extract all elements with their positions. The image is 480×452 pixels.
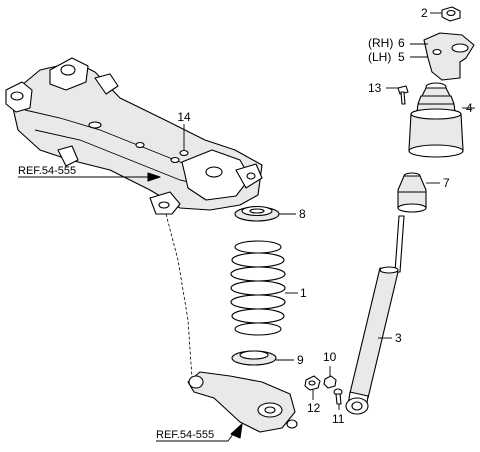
label-part-1: 1 [300, 286, 307, 300]
label-part-2: 2 [421, 6, 428, 20]
label-part-11: 11 [332, 412, 345, 426]
washer-12 [304, 375, 321, 400]
coil-spring-1 [230, 240, 298, 336]
nut-10 [323, 366, 337, 389]
ref-label-lower-arm: REF.54-555 [156, 429, 214, 441]
label-part-6: 6 [398, 36, 405, 50]
shock-absorber-3 [345, 215, 405, 415]
bolt-13 [386, 85, 409, 105]
bump-stopper-7 [397, 172, 440, 213]
lower-arm [187, 371, 298, 433]
upper-spring-pad-8 [234, 205, 296, 222]
nut-2 [430, 6, 461, 22]
ref-arrow-lower [230, 423, 243, 439]
label-part-5: 5 [398, 50, 405, 64]
label-part-14: 14 [177, 110, 191, 124]
assembly-dash-line [165, 213, 193, 379]
label-part-12: 12 [307, 401, 321, 415]
dust-cover-4 [408, 82, 475, 158]
label-rh: (RH) [368, 36, 393, 50]
label-part-7: 7 [443, 176, 450, 190]
label-part-13: 13 [368, 81, 382, 95]
plug-14 [179, 124, 189, 157]
ref-arrow-upper [147, 172, 161, 182]
label-part-10: 10 [323, 350, 337, 364]
label-part-3: 3 [395, 331, 402, 345]
ref-label-crossmember: REF.54-555 [18, 165, 76, 177]
label-part-4: 4 [466, 101, 473, 115]
rear-crossmember [5, 57, 263, 215]
label-lh: (LH) [368, 50, 391, 64]
lower-spring-pad-9 [231, 350, 294, 366]
label-part-8: 8 [299, 207, 306, 221]
label-part-9: 9 [297, 353, 304, 367]
bolt-11 [333, 388, 343, 410]
upper-mount-5-6 [410, 32, 475, 81]
